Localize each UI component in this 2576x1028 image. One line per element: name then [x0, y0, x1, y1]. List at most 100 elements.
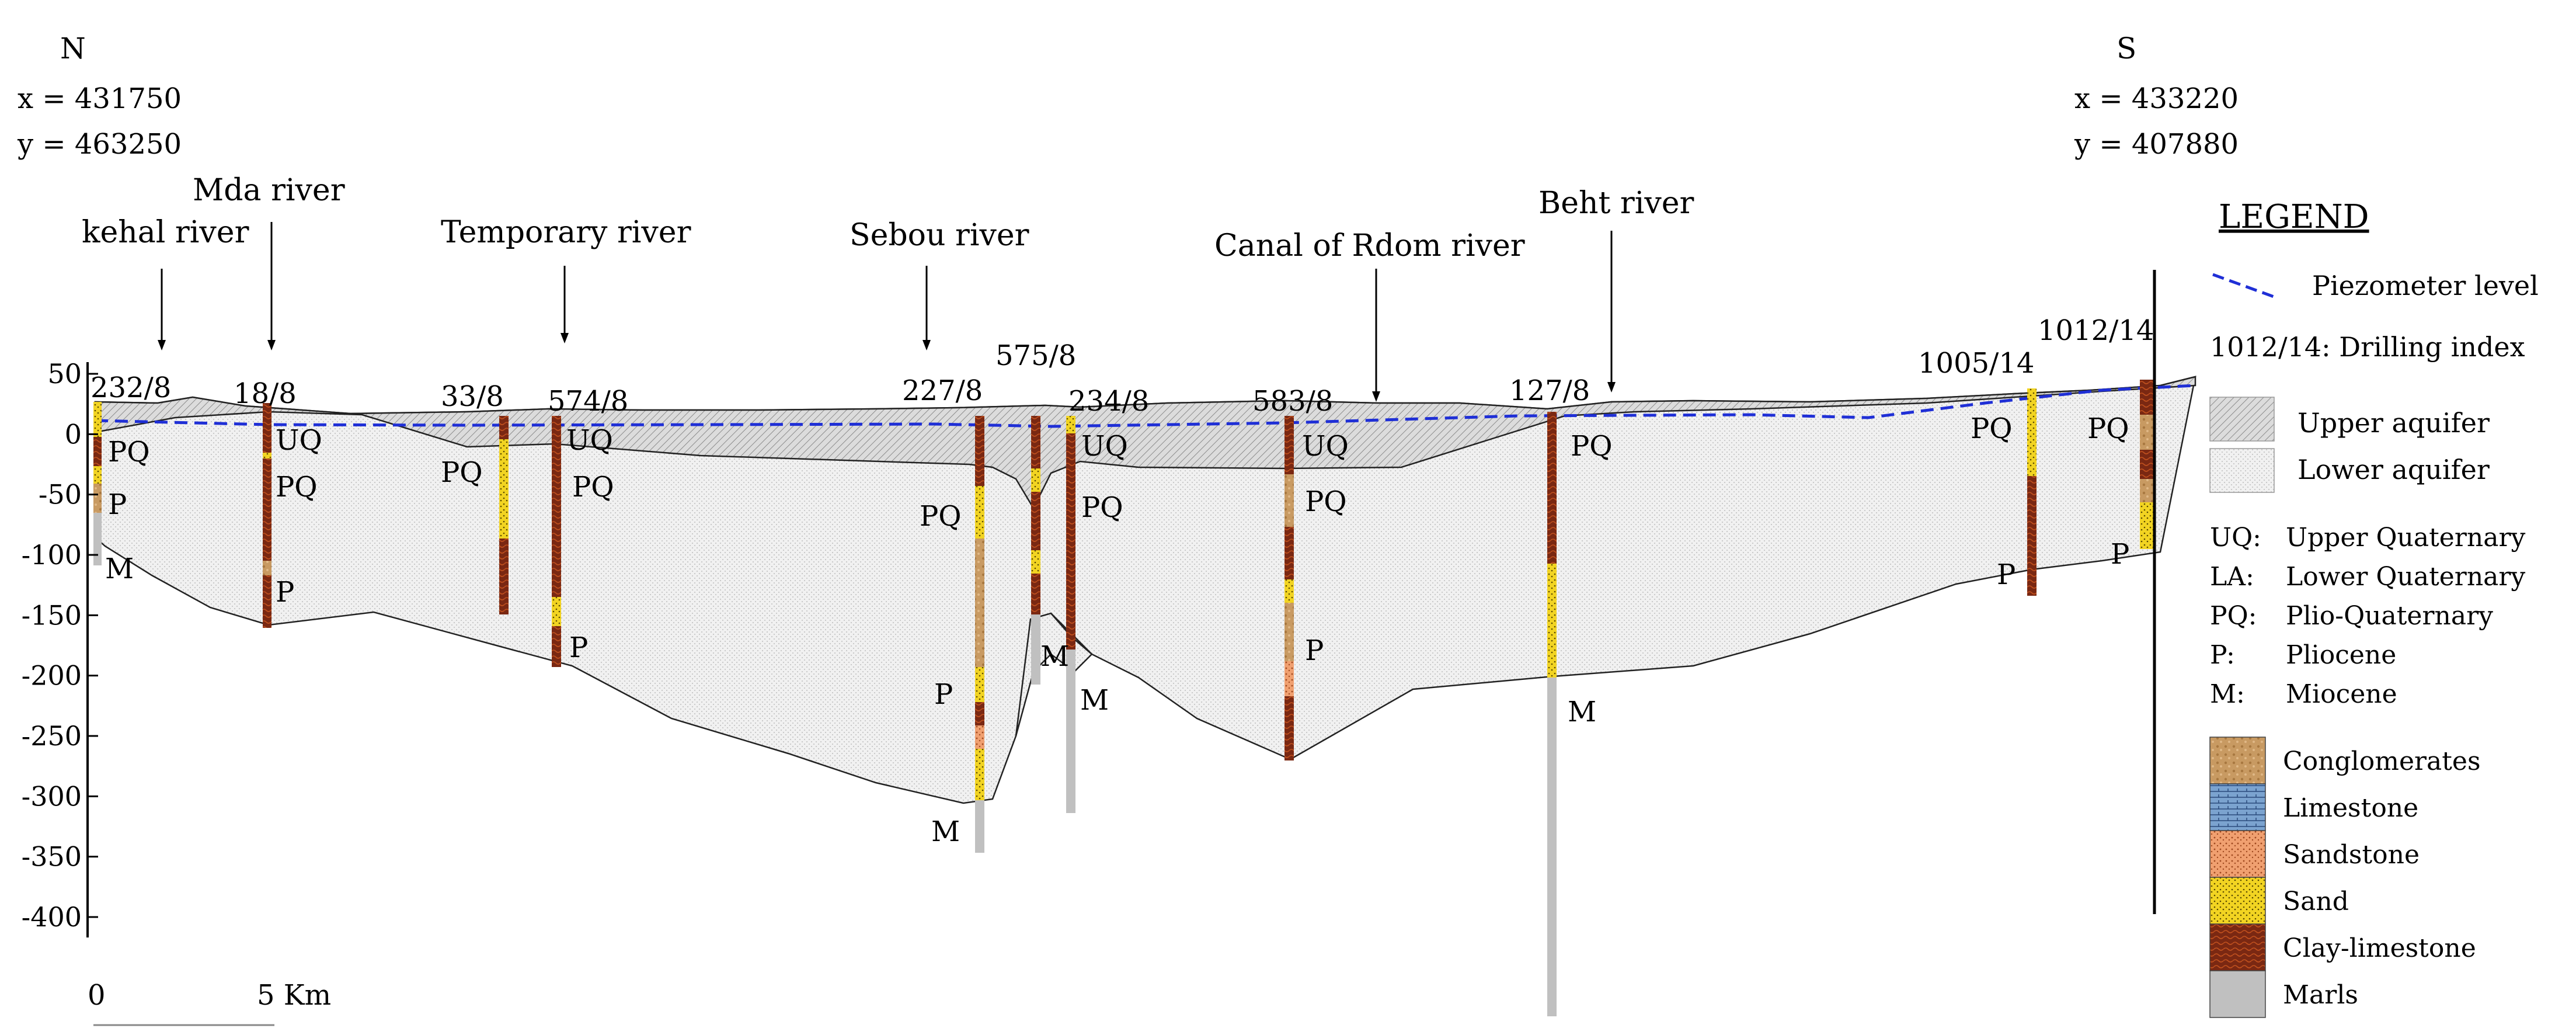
unit-labels: PQ P M UQ PQ P PQ UQ PQ P PQ P M M UQ PQ… — [105, 412, 2129, 848]
legend-sandstone-swatch — [2209, 830, 2266, 878]
north-y-coordinate: y = 463250 — [17, 128, 182, 161]
legend-lithology: Conglomerates Limestone Sandstone Sand C… — [2209, 737, 2481, 1018]
borehole-227-8 — [975, 416, 984, 853]
legend-lower-aquifer-swatch — [2209, 448, 2275, 493]
south-header: S x = 433220 y = 407880 — [2074, 32, 2239, 161]
unit-label: PQ — [276, 471, 318, 503]
unit-label: M — [1568, 696, 1596, 728]
legend-unit-name: Pliocene — [2286, 640, 2396, 670]
unit-label: PQ — [920, 500, 962, 533]
legend-lithology-label: Marls — [2283, 980, 2358, 1010]
well-index-33-8: 33/8 — [441, 380, 504, 413]
geology-body — [94, 376, 2196, 804]
legend-unit-name: Miocene — [2286, 679, 2397, 709]
legend-unit-name: Lower Quaternary — [2286, 562, 2525, 592]
south-y-coordinate: y = 407880 — [2074, 128, 2239, 161]
well-index-18-8: 18/8 — [234, 377, 297, 410]
river-label-rdom: Canal of Rdom river — [1214, 228, 1525, 263]
well-index-227-8: 227/8 — [902, 374, 983, 407]
well-index-232-8: 232/8 — [90, 371, 171, 404]
south-x-coordinate: x = 433220 — [2074, 82, 2239, 115]
legend-limestone-swatch — [2209, 783, 2266, 831]
unit-label: P — [108, 488, 127, 521]
unit-label: P — [2111, 538, 2129, 571]
well-index-1005-14: 1005/14 — [1918, 347, 2034, 380]
y-tick-label: -300 — [22, 780, 82, 812]
legend-lithology-label: Sandstone — [2283, 840, 2420, 870]
y-axis: 500-50-100-150-200-250-300-350-400 — [22, 358, 98, 937]
unit-label: P — [934, 678, 953, 711]
unit-label: M — [105, 553, 134, 585]
river-label-sebou: Sebou river — [850, 218, 1029, 253]
legend-marls-swatch — [2209, 970, 2266, 1018]
unit-label: M — [1080, 684, 1109, 717]
well-index-583-8: 583/8 — [1252, 385, 1333, 418]
y-tick-label: -250 — [22, 720, 82, 752]
legend-title: LEGEND — [2219, 198, 2369, 236]
unit-label: P — [1305, 634, 1324, 667]
legend: LEGEND Piezometer level 1012/14: Drillin… — [2209, 198, 2539, 1018]
borehole-232-8 — [93, 402, 102, 565]
unit-label: M — [1040, 640, 1069, 673]
north-x-coordinate: x = 431750 — [18, 82, 182, 115]
y-tick-label: 0 — [65, 418, 82, 450]
legend-unit-codes: UQ: Upper Quaternary LA: Lower Quaternar… — [2210, 523, 2525, 709]
south-label: S — [2117, 32, 2136, 65]
legend-unit-code: UQ: — [2210, 523, 2261, 553]
unit-label: P — [569, 631, 588, 664]
unit-label: UQ — [1081, 430, 1128, 463]
borehole-574-8 — [552, 416, 561, 667]
y-tick-label: -100 — [22, 539, 82, 571]
scale-start-label: 0 — [88, 979, 106, 1012]
unit-label: UQ — [566, 424, 613, 457]
unit-label: PQ — [572, 471, 614, 503]
piezometer-line — [95, 384, 2196, 428]
unit-label: UQ — [1302, 430, 1349, 463]
legend-unit-name: Upper Quaternary — [2286, 523, 2525, 553]
legend-piezometer-label: Piezometer level — [2312, 270, 2539, 301]
legend-lower-aquifer-label: Lower aquifer — [2297, 454, 2490, 485]
well-index-575-8: 575/8 — [995, 339, 1076, 372]
legend-clay-limestone-swatch — [2209, 923, 2266, 971]
river-label-temporary: Temporary river — [441, 215, 691, 250]
borehole-127-8 — [1547, 412, 1557, 1016]
river-labels: kehal river Mda river Temporary river Se… — [82, 173, 1694, 402]
well-index-labels: 232/8 18/8 33/8 574/8 227/8 575/8 234/8 … — [90, 314, 2154, 418]
legend-lithology-label: Limestone — [2283, 793, 2418, 823]
y-tick-label: -50 — [39, 479, 82, 510]
well-index-1012-14: 1012/14 — [2038, 314, 2154, 347]
borehole-1005-14 — [2027, 388, 2037, 596]
borehole-18-8 — [263, 403, 271, 628]
scale-bar: 0 5 Km — [88, 979, 331, 1026]
upper-aquifer-area — [94, 376, 2196, 510]
well-index-127-8: 127/8 — [1509, 374, 1590, 407]
borehole-1012-14 — [2140, 380, 2154, 549]
y-tick-label: -350 — [22, 841, 82, 873]
well-index-574-8: 574/8 — [548, 385, 628, 418]
unit-label: PQ — [1081, 491, 1123, 524]
legend-unit-name: Plio-Quaternary — [2286, 601, 2493, 631]
unit-label: UQ — [276, 424, 322, 457]
unit-label: PQ — [2087, 412, 2129, 445]
legend-lithology-label: Clay-limestone — [2283, 933, 2476, 963]
north-label: N — [60, 32, 86, 65]
legend-drilling-index: 1012/14: Drilling index — [2210, 331, 2525, 363]
legend-upper-aquifer-label: Upper aquifer — [2297, 407, 2490, 439]
well-index-234-8: 234/8 — [1068, 385, 1149, 418]
borehole-583-8 — [1284, 416, 1294, 760]
north-header: N x = 431750 y = 463250 — [17, 32, 182, 161]
y-tick-label: 50 — [47, 358, 82, 390]
y-tick-label: -200 — [22, 660, 82, 692]
scale-end-label: 5 Km — [257, 979, 331, 1012]
unit-label: PQ — [441, 456, 483, 489]
unit-label: PQ — [108, 436, 150, 468]
unit-label: P — [1997, 558, 2015, 591]
unit-label: PQ — [1971, 412, 2013, 445]
borehole-575-8 — [1031, 416, 1040, 685]
legend-unit-code: PQ: — [2210, 601, 2257, 631]
borehole-234-8 — [1066, 416, 1075, 813]
borehole-33-8 — [499, 416, 509, 614]
river-label-beht: Beht river — [1538, 186, 1694, 221]
y-tick-label: -150 — [22, 599, 82, 631]
